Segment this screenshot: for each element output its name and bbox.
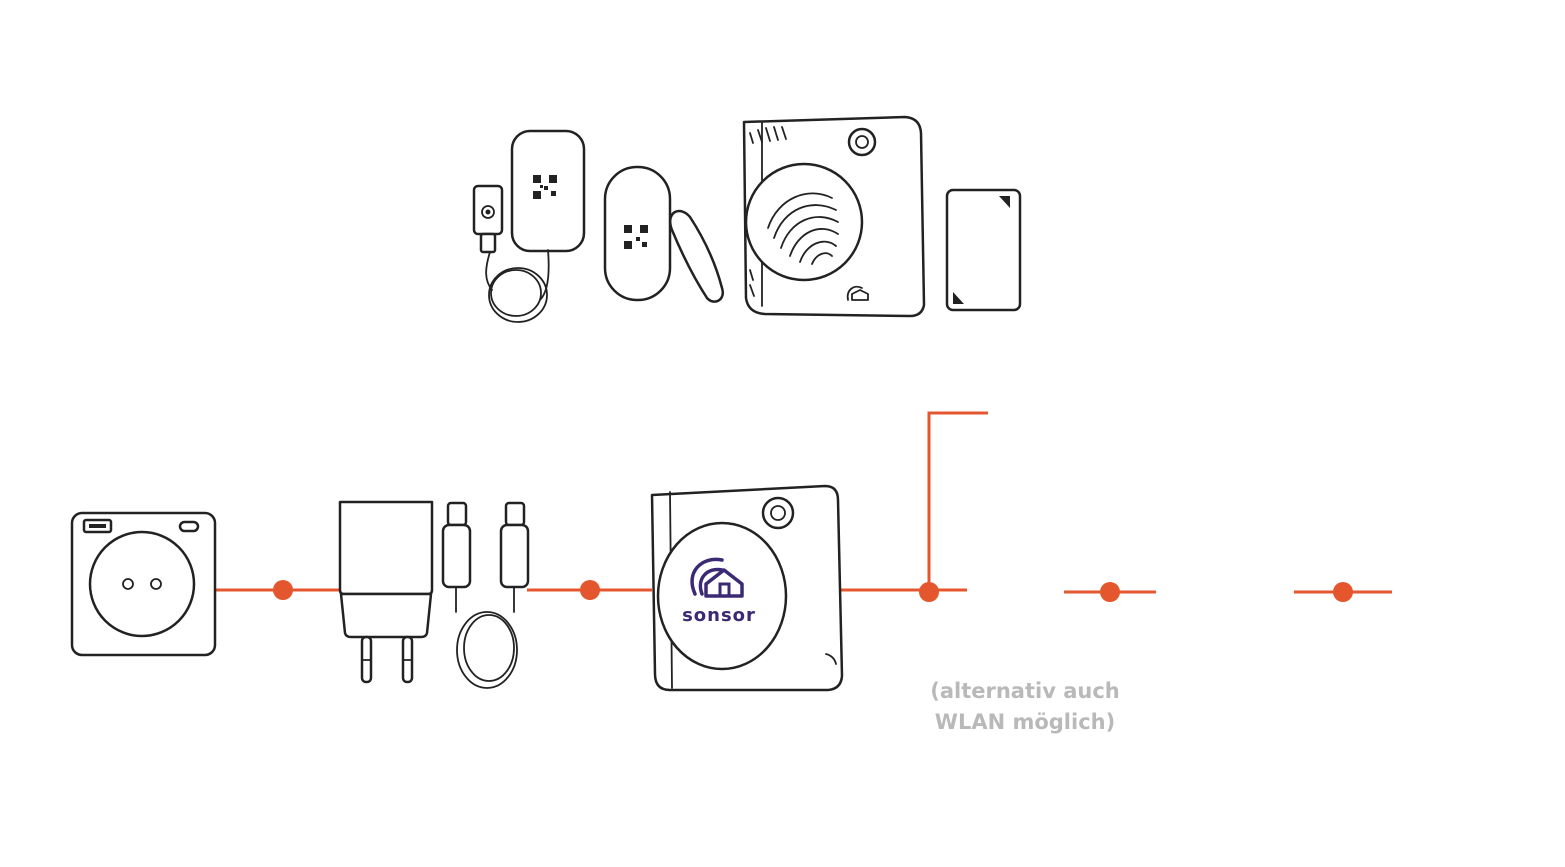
connector-dot [1333, 582, 1353, 602]
wlan-alternative-note: (alternativ auch WLAN möglich) [900, 676, 1150, 738]
qr-code-icon [624, 225, 648, 249]
sonsor-brand-label: sonsor [682, 605, 756, 626]
wall-socket-icon [70, 511, 217, 657]
sonsor-logo-icon [690, 557, 744, 598]
vent-slots-icon [749, 126, 787, 297]
tag-sensor-icon [945, 188, 1022, 312]
qr-code-icon [533, 175, 557, 199]
usb-c-cable-icon [441, 501, 530, 689]
connector-dot [1100, 582, 1120, 602]
door-window-sensor-icon [603, 165, 725, 303]
connector-branch [927, 411, 988, 590]
connector-lines [215, 411, 1392, 602]
water-leak-sensor-icon [472, 129, 586, 323]
note-line-1: (alternativ auch [930, 679, 1120, 703]
connector-dot [580, 580, 600, 600]
sonsor-logo-icon [846, 285, 869, 301]
siren-hub-icon [742, 115, 926, 318]
sonsor-hub-icon: sonsor [650, 484, 844, 692]
note-line-2: WLAN möglich) [934, 710, 1116, 734]
hub-corner-mark-icon [825, 653, 837, 665]
speaker-grille-icon [767, 192, 839, 265]
connector-dot [919, 582, 939, 602]
connector-dot [273, 580, 293, 600]
power-adapter-icon [338, 500, 434, 684]
